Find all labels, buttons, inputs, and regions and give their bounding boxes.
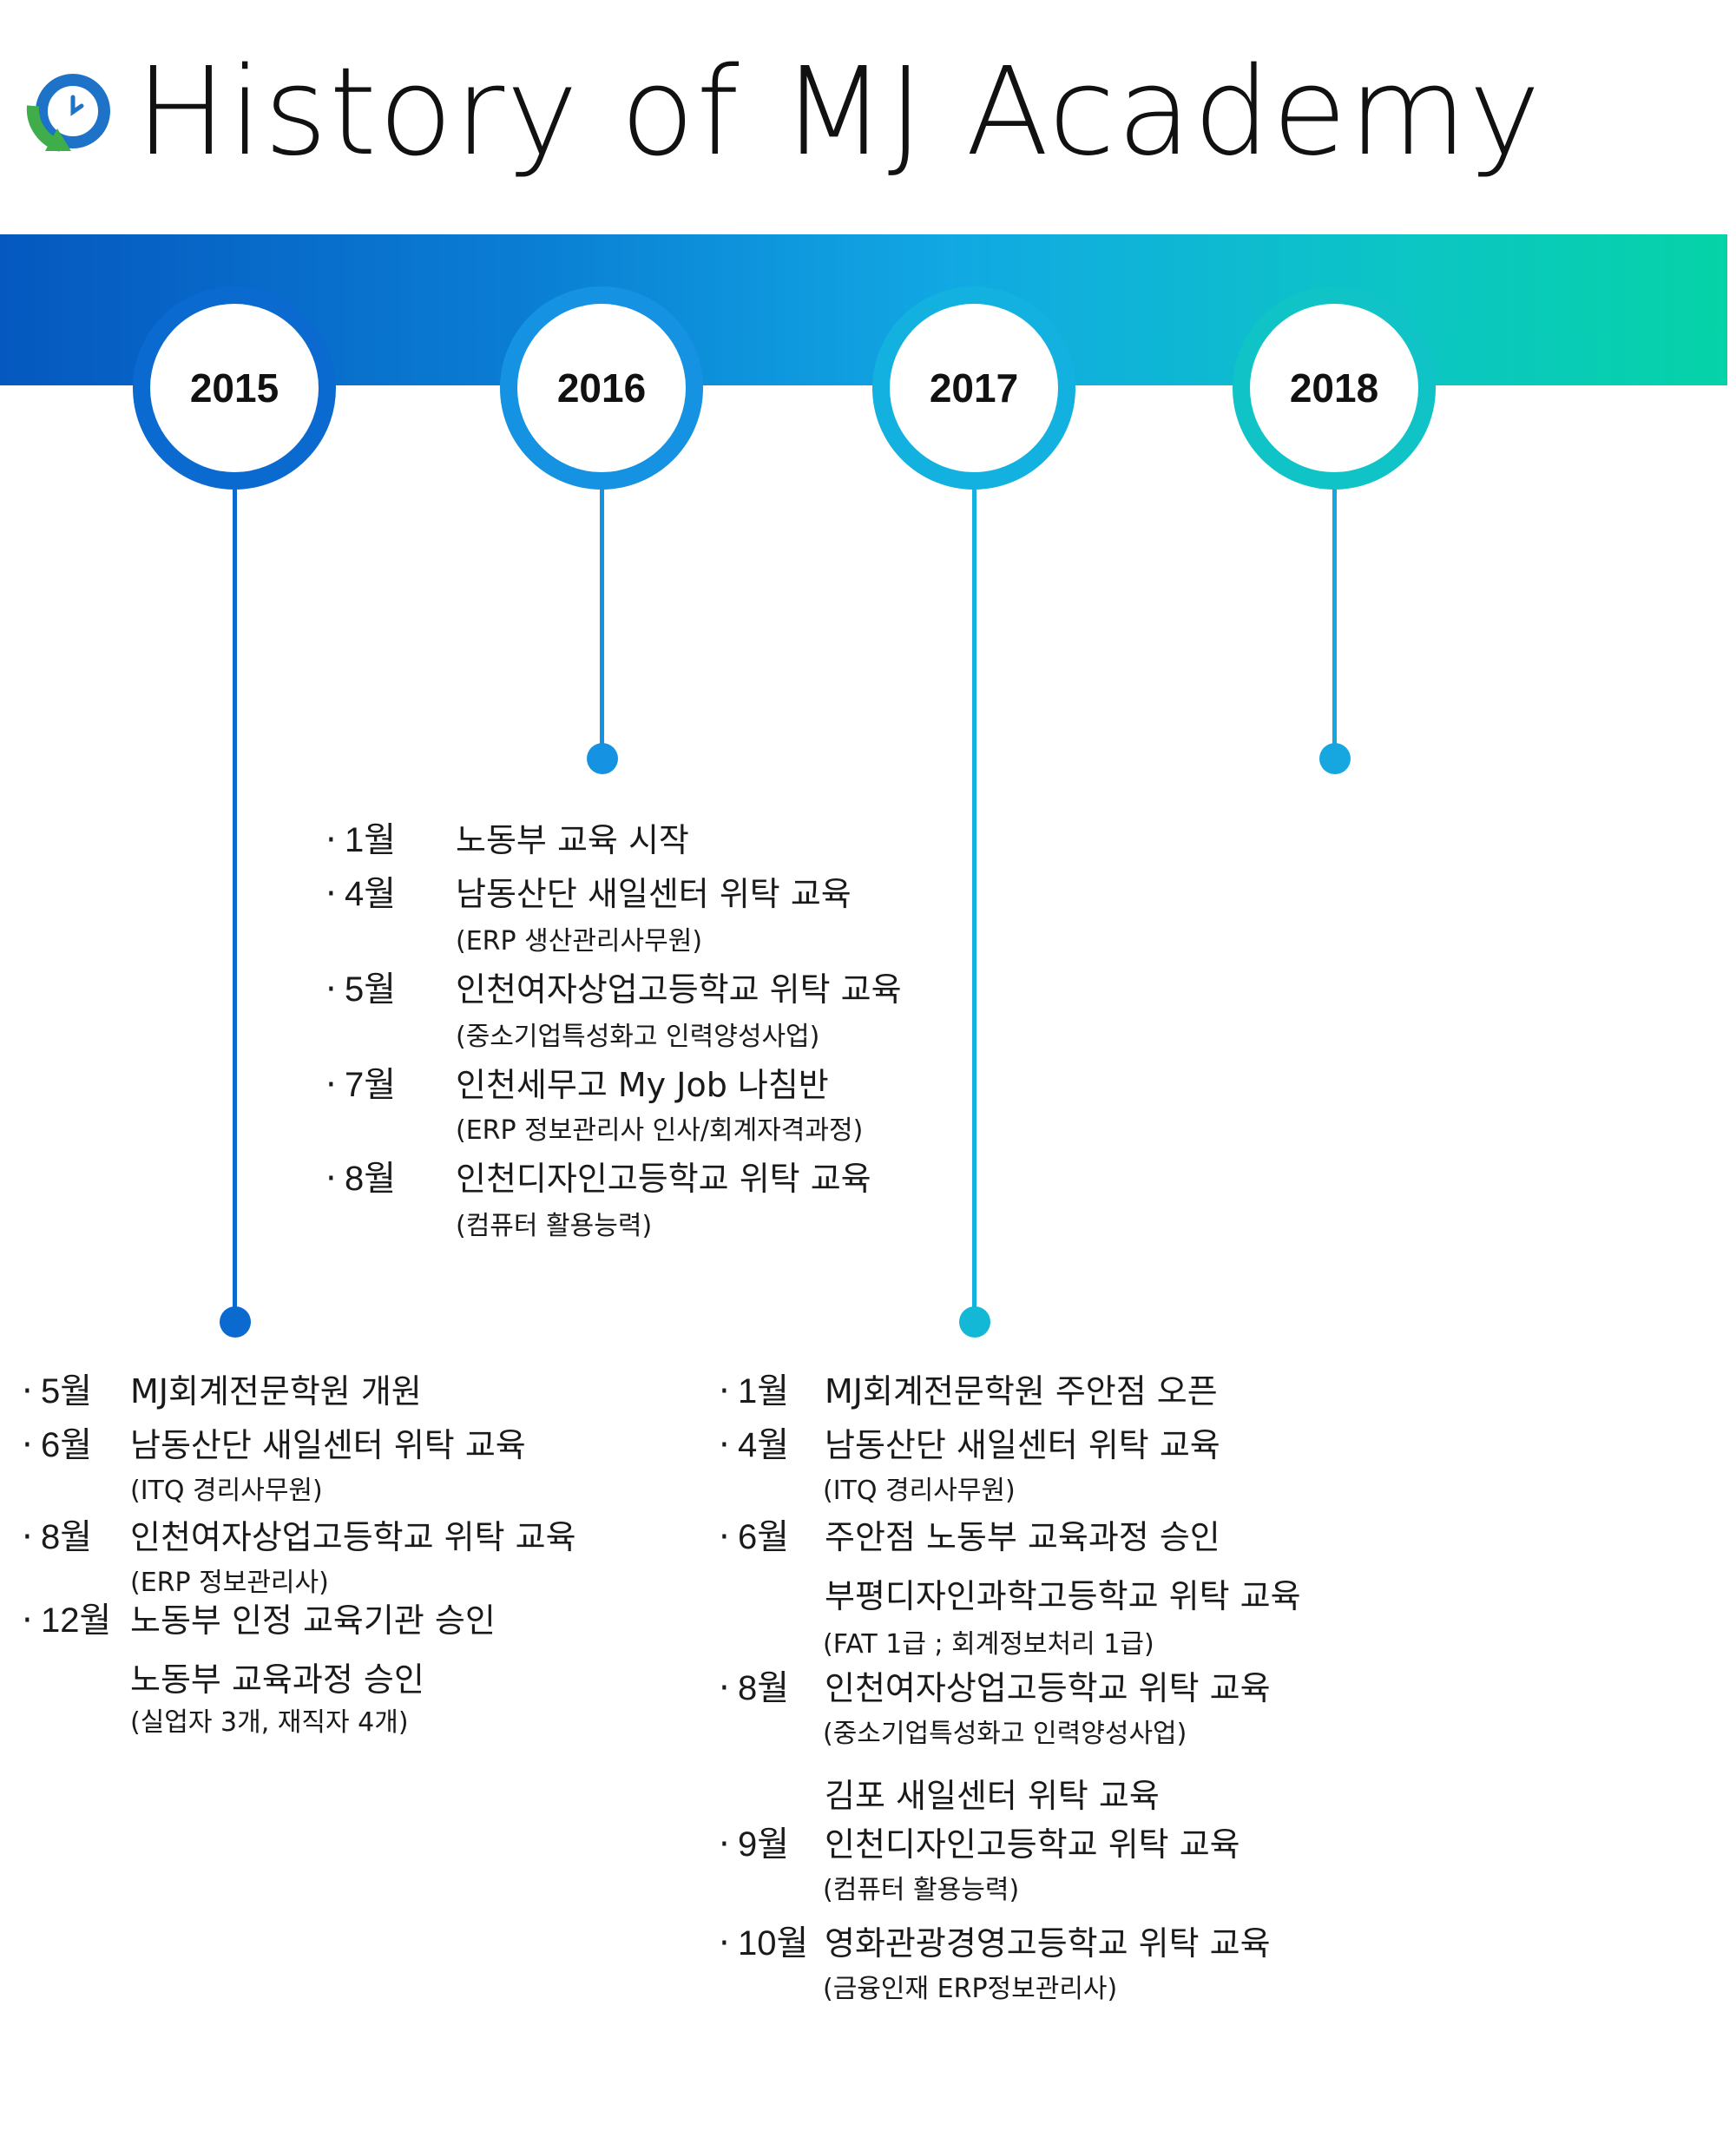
event-month: 1월: [345, 821, 397, 859]
event-2017-oct: ·10월 영화관광경영고등학교 위탁 교육 (금융인재 ERP정보관리사): [719, 1915, 1587, 2010]
stem-2016: [600, 469, 604, 755]
event-2015-dec: ·12월 노동부 인정 교육기관 승인 노동부 교육과정 승인 (실업자 3개, …: [22, 1592, 699, 1738]
event-month: 9월: [738, 1825, 790, 1864]
event-desc: 남동산단 새일센터 위탁 교육: [825, 1426, 1220, 1464]
bullet: ·: [719, 1517, 730, 1557]
year-node-2017: 2017: [872, 286, 1075, 490]
event-month: 1월: [738, 1372, 790, 1410]
timeline-dot-2018: [1319, 743, 1351, 774]
event-2017-jun: ·6월 주안점 노동부 교육과정 승인 부평디자인과학고등학교 위탁 교육 (FA…: [719, 1509, 1587, 1660]
event-desc: 노동부 인정 교육기관 승인: [130, 1601, 496, 1640]
event-note: (ITQ 경리사무원): [130, 1476, 323, 1506]
event-2015-jun: ·6월 남동산단 새일센터 위탁 교육 (ITQ 경리사무원): [22, 1417, 699, 1509]
event-desc: 인천여자상업고등학교 위탁 교육: [825, 1669, 1271, 1707]
event-2017-aug: ·8월 인천여자상업고등학교 위탁 교육 (중소기업특성화고 인력양성사업) 김포…: [719, 1660, 1587, 1816]
bullet: ·: [719, 1923, 730, 1963]
event-2016-aug: ·8월 인천디자인고등학교 위탁 교육 (컴퓨터 활용능력): [326, 1150, 1037, 1246]
event-month: 4월: [738, 1426, 790, 1464]
bullet: ·: [22, 1517, 33, 1557]
event-desc-secondary: 노동부 교육과정 승인: [130, 1660, 424, 1699]
event-desc: 인천여자상업고등학교 위탁 교육: [130, 1518, 576, 1556]
event-desc: 인천디자인고등학교 위탁 교육: [456, 1160, 871, 1198]
stem-2018: [1332, 469, 1337, 755]
event-2016-jul: ·7월 인천세무고 My Job 나침반 (ERP 정보관리사 인사/회계자격과정…: [326, 1056, 1037, 1150]
event-note: (중소기업특성화고 인력양성사업): [823, 1719, 1187, 1749]
bullet: ·: [719, 1668, 730, 1708]
bullet: ·: [719, 1425, 730, 1465]
event-desc: 인천여자상업고등학교 위탁 교육: [456, 970, 902, 1009]
year-node-2015: 2015: [133, 286, 336, 490]
event-note: (중소기업특성화고 인력양성사업): [456, 1022, 820, 1052]
event-desc-secondary: 부평디자인과학고등학교 위탁 교육: [825, 1577, 1301, 1615]
event-desc: 인천디자인고등학교 위탁 교육: [825, 1825, 1240, 1864]
year-label: 2015: [189, 365, 279, 411]
event-note: (실업자 3개, 재직자 4개): [130, 1707, 409, 1738]
event-month: 10월: [738, 1924, 809, 1963]
bullet: ·: [326, 970, 337, 1009]
bullet: ·: [22, 1425, 33, 1465]
event-month: 7월: [345, 1066, 397, 1104]
event-month: 12월: [41, 1601, 112, 1640]
year-node-2016: 2016: [500, 286, 703, 490]
bullet: ·: [22, 1371, 33, 1411]
year-node-2018: 2018: [1233, 286, 1436, 490]
page-title: History of MJ Academy: [135, 42, 1542, 183]
event-2016-apr: ·4월 남동산단 새일센터 위탁 교육 (ERP 생산관리사무원): [326, 865, 1037, 961]
event-month: 8월: [345, 1160, 397, 1198]
event-note: (컴퓨터 활용능력): [823, 1875, 1020, 1905]
event-note: (ERP 생산관리사무원): [456, 926, 703, 957]
event-desc: 노동부 교육 시작: [456, 821, 689, 859]
event-desc-tertiary: 김포 새일센터 위탁 교육: [825, 1777, 1160, 1815]
event-2016-jan: ·1월 노동부 교육 시작: [326, 812, 1037, 865]
event-month: 6월: [738, 1518, 790, 1556]
event-month: 5월: [345, 970, 397, 1009]
event-2017-sep: ·9월 인천디자인고등학교 위탁 교육 (컴퓨터 활용능력): [719, 1816, 1587, 1915]
bullet: ·: [719, 1371, 730, 1411]
event-month: 8월: [738, 1669, 790, 1707]
event-desc: 남동산단 새일센터 위탁 교육: [130, 1426, 526, 1464]
event-note: (금융인재 ERP정보관리사): [823, 1974, 1118, 2004]
event-desc: MJ회계전문학원 주안점 오픈: [825, 1372, 1218, 1410]
timeline-dot-2015: [220, 1306, 251, 1338]
event-desc: MJ회계전문학원 개원: [130, 1372, 422, 1410]
bullet: ·: [22, 1601, 33, 1641]
event-2015-aug: ·8월 인천여자상업고등학교 위탁 교육 (ERP 정보관리사): [22, 1509, 699, 1598]
event-month: 6월: [41, 1426, 93, 1464]
event-note: (ERP 정보관리사): [130, 1568, 329, 1598]
event-2017-jan: ·1월 MJ회계전문학원 주안점 오픈: [719, 1363, 1587, 1417]
bullet: ·: [326, 1159, 337, 1199]
event-desc: 주안점 노동부 교육과정 승인: [825, 1518, 1220, 1556]
year-label: 2016: [556, 365, 647, 411]
event-desc: 남동산단 새일센터 위탁 교육: [456, 875, 852, 913]
stem-2015: [233, 469, 237, 1319]
year-label: 2018: [1289, 365, 1379, 411]
bullet: ·: [326, 874, 337, 914]
bullet: ·: [326, 820, 337, 860]
clock-refresh-icon: [26, 74, 110, 152]
event-month: 5월: [41, 1372, 93, 1410]
stem-2017: [972, 469, 976, 1319]
event-note: (ERP 정보관리사 인사/회계자격과정): [456, 1115, 864, 1146]
event-month: 4월: [345, 875, 397, 913]
event-desc: 영화관광경영고등학교 위탁 교육: [825, 1924, 1271, 1963]
event-2016-may: ·5월 인천여자상업고등학교 위탁 교육 (중소기업특성화고 인력양성사업): [326, 961, 1037, 1056]
event-month: 8월: [41, 1518, 93, 1556]
event-note: (컴퓨터 활용능력): [456, 1211, 653, 1241]
timeline-dot-2017: [959, 1306, 990, 1338]
event-2017-apr: ·4월 남동산단 새일센터 위탁 교육 (ITQ 경리사무원): [719, 1417, 1587, 1509]
year-label: 2017: [929, 365, 1019, 411]
event-note: (FAT 1급 ; 회계정보처리 1급): [823, 1629, 1154, 1660]
event-2015-may: ·5월 MJ회계전문학원 개원: [22, 1363, 699, 1417]
timeline-dot-2016: [587, 743, 618, 774]
event-desc: 인천세무고 My Job 나침반: [456, 1066, 829, 1104]
bullet: ·: [719, 1825, 730, 1864]
event-note: (ITQ 경리사무원): [823, 1476, 1016, 1506]
bullet: ·: [326, 1065, 337, 1105]
